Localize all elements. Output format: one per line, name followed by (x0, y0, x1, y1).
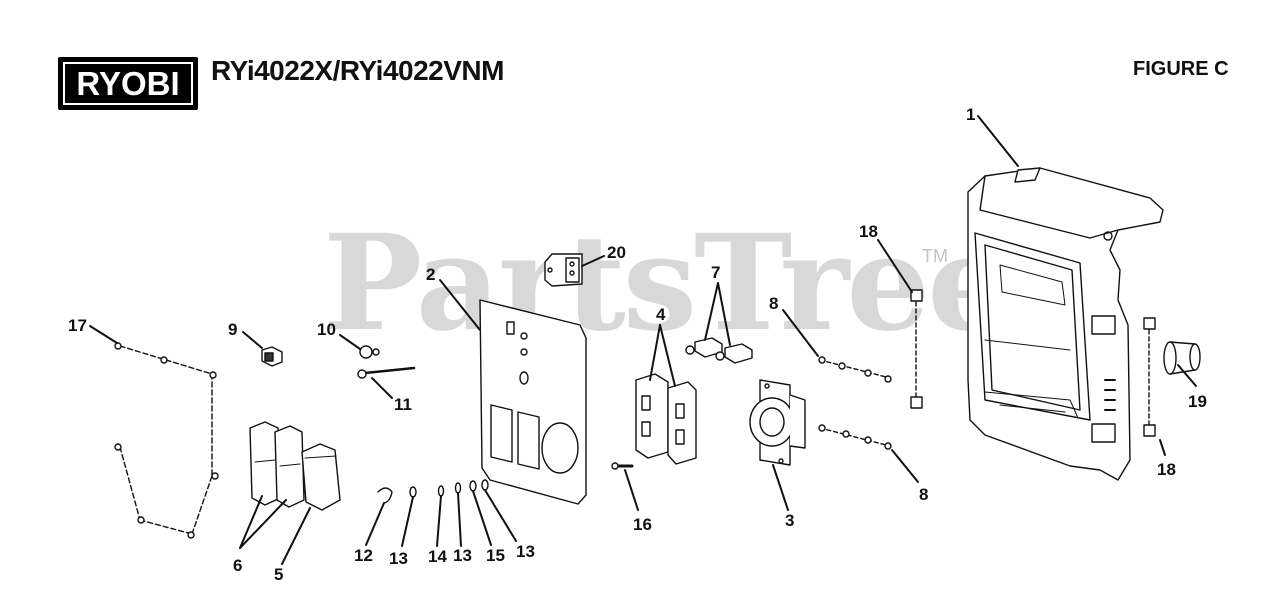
part-18-clips (910, 289, 1156, 437)
part-8-hardware (818, 356, 892, 450)
callout-9: 9 (228, 320, 238, 339)
part-1-front-housing (967, 167, 1164, 481)
part-10-knob (359, 345, 380, 359)
callout-10: 10 (317, 320, 336, 339)
callout-11: 11 (394, 395, 412, 414)
callout-5: 5 (274, 565, 284, 584)
callout-16: 16 (633, 515, 652, 534)
part-17-screws (114, 342, 219, 539)
trademark-mark: TM (922, 246, 948, 266)
callout-19: 19 (1188, 392, 1207, 411)
ryobi-logo: RYOBI (58, 57, 198, 110)
callout-8-lower: 8 (919, 485, 929, 504)
part-12-clip (377, 487, 393, 504)
callout-6: 6 (233, 556, 243, 575)
part-4-receptacles (635, 373, 697, 465)
callout-14: 14 (428, 547, 447, 566)
model-title: RYi4022X/RYi4022VNM (211, 55, 504, 86)
callout-12: 12 (354, 546, 373, 565)
part-20-relay (544, 253, 583, 287)
callout-17: 17 (68, 316, 87, 335)
part-9-switch (261, 346, 283, 367)
part-3-outlet (749, 379, 806, 466)
logo-text: RYOBI (76, 65, 180, 102)
callout-13-b: 13 (453, 546, 472, 565)
callout-13-c: 13 (516, 542, 535, 561)
callout-7: 7 (711, 263, 721, 282)
callout-15: 15 (486, 546, 505, 565)
callout-1: 1 (966, 105, 976, 124)
callout-13-a: 13 (389, 549, 408, 568)
callout-20: 20 (607, 243, 626, 262)
figure-label: FIGURE C (1133, 58, 1229, 80)
callout-18-upper: 18 (859, 222, 878, 241)
part-5-cover (301, 443, 341, 511)
logo-border: RYOBI (63, 62, 193, 105)
part-7-breakers (685, 337, 753, 364)
callout-4: 4 (656, 305, 666, 324)
part-13-15-washers (409, 479, 489, 498)
part-11-rod (357, 366, 416, 379)
part-2-panel (479, 299, 587, 505)
part-16-screw (611, 462, 634, 470)
callout-8-upper: 8 (769, 294, 779, 313)
part-6-covers (249, 421, 305, 508)
callout-2: 2 (426, 265, 436, 284)
part-19-grommet (1163, 341, 1201, 375)
watermark: PartsTree (323, 206, 1011, 361)
callout-3: 3 (785, 511, 795, 530)
callout-18-lower: 18 (1157, 460, 1176, 479)
